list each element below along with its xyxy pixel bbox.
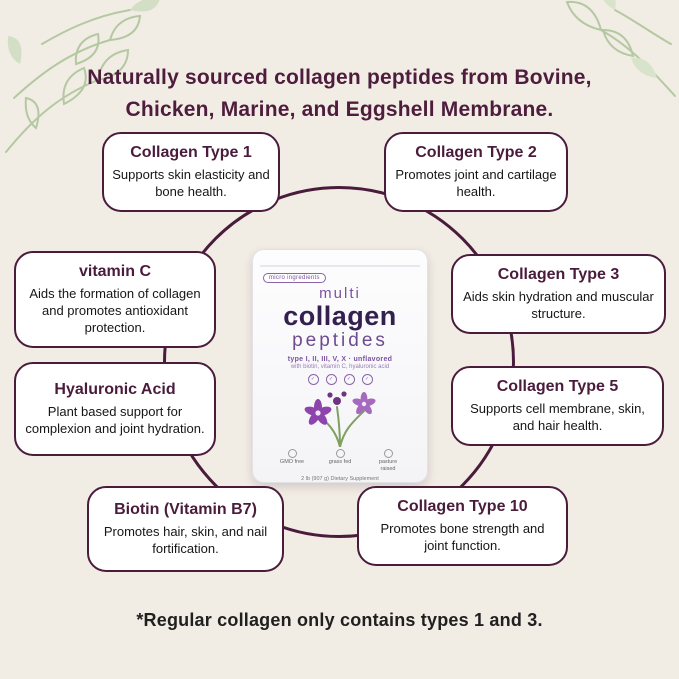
grass-fed-icon xyxy=(335,449,345,459)
callout-title: Collagen Type 5 xyxy=(496,378,619,395)
badge-grass-fed: grass fed xyxy=(323,449,357,472)
callout-body: Supports skin elasticity and bone health… xyxy=(112,167,270,200)
callout-title: Biotin (Vitamin B7) xyxy=(114,500,257,518)
feature-icons-row: ✓ ✓ ✓ ✓ xyxy=(307,374,373,386)
badge-pasture-raised: pasture raised xyxy=(371,449,405,472)
product-type-line: type I, II, III, V, X · unflavored xyxy=(287,356,393,364)
pasture-raised-icon xyxy=(383,449,393,459)
callout-collagen-type-1: Collagen Type 1 Supports skin elasticity… xyxy=(102,132,280,213)
callout-collagen-type-3: Collagen Type 3 Aids skin hydration and … xyxy=(451,254,666,335)
callout-body: Promotes joint and cartilage health. xyxy=(395,167,557,200)
callout-title: Hyaluronic Acid xyxy=(54,380,176,398)
callout-collagen-type-5: Collagen Type 5 Supports cell membrane, … xyxy=(451,366,664,447)
pouch-badges-row: GMO free grass fed pasture raised xyxy=(275,449,405,472)
footnote: *Regular collagen only contains types 1 … xyxy=(136,610,543,630)
callout-biotin-b7: Biotin (Vitamin B7) Promotes hair, skin,… xyxy=(87,486,284,572)
callout-body: Aids the formation of collagen and promo… xyxy=(29,286,201,336)
gmo-free-icon xyxy=(287,449,297,459)
feature-icon: ✓ xyxy=(343,374,355,386)
leaf-decoration-icon xyxy=(565,0,676,97)
page-title: Naturally sourced collagen peptides from… xyxy=(0,62,679,125)
flower-illustration-icon xyxy=(304,391,376,448)
product-name-collagen: collagen xyxy=(283,301,397,331)
callout-title: Collagen Type 10 xyxy=(397,498,528,515)
leaf-decoration-icon xyxy=(5,0,160,153)
feature-icon: ✓ xyxy=(307,374,319,386)
product-with-line: with biotin, vitamin C, hyaluronic acid xyxy=(290,364,390,371)
product-name-multi: multi xyxy=(319,285,361,302)
callout-body: Supports cell membrane, skin, and hair h… xyxy=(470,401,645,434)
product-name-peptides: peptides xyxy=(292,330,388,352)
feature-icon: ✓ xyxy=(325,374,337,386)
page-title-line2: Chicken, Marine, and Eggshell Membrane. xyxy=(125,97,554,121)
callout-title: Collagen Type 1 xyxy=(130,144,252,161)
callout-collagen-type-2: Collagen Type 2 Promotes joint and carti… xyxy=(384,132,568,213)
product-pouch: micro ingredients multi collagen peptide… xyxy=(252,249,428,483)
brand-badge: micro ingredients xyxy=(263,273,326,283)
callout-body: Plant based support for complexion and j… xyxy=(25,403,205,436)
page-title-line1: Naturally sourced collagen peptides from… xyxy=(87,66,592,90)
callout-body: Aids skin hydration and muscular structu… xyxy=(463,289,654,322)
callout-body: Promotes bone strength and joint functio… xyxy=(380,521,545,554)
callout-collagen-type-10: Collagen Type 10 Promotes bone strength … xyxy=(357,486,568,567)
callout-hyaluronic-acid: Hyaluronic Acid Plant based support for … xyxy=(14,362,216,456)
pouch-seal xyxy=(259,253,421,267)
callout-vitamin-c: vitamin C Aids the formation of collagen… xyxy=(14,251,216,349)
callout-title: Collagen Type 3 xyxy=(497,266,620,283)
feature-icon: ✓ xyxy=(361,374,373,386)
callout-body: Promotes hair, skin, and nail fortificat… xyxy=(103,523,268,556)
badge-gmo-free: GMO free xyxy=(275,449,309,472)
callout-title: Collagen Type 2 xyxy=(415,144,537,161)
callout-title: vitamin C xyxy=(78,263,151,280)
product-size-line: 2 lb (907 g) Dietary Supplement xyxy=(301,475,379,482)
